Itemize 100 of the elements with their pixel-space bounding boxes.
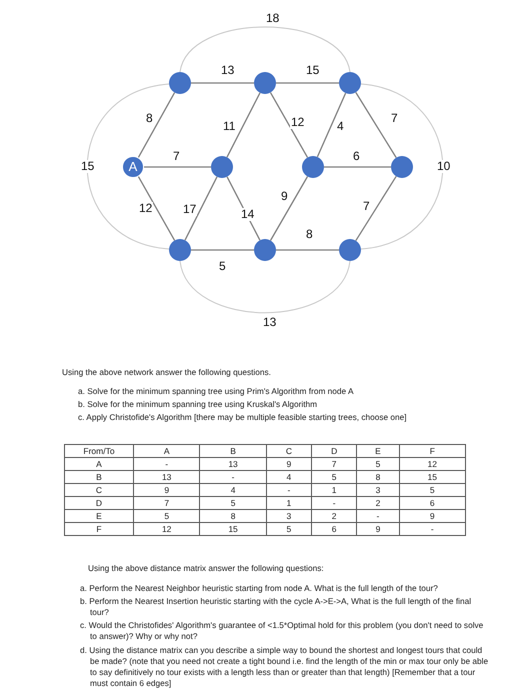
table-cell: - [134, 458, 200, 470]
table-cell: 1 [266, 496, 312, 510]
table-cell: 12 [399, 458, 466, 470]
header-cell: F [399, 444, 466, 458]
edge-label: 12 [290, 116, 306, 129]
edge-label: 11 [222, 120, 236, 133]
table-cell: 13 [200, 458, 266, 470]
edge-line [355, 176, 397, 242]
node-circle [339, 72, 361, 94]
edge-line [226, 92, 261, 158]
node-circle [391, 156, 413, 178]
edge-line [180, 26, 350, 72]
edge-label: 13 [262, 316, 278, 329]
edge-line [138, 176, 176, 241]
edge-line [270, 92, 308, 158]
table-cell: 4 [266, 470, 312, 484]
edge-label: 15 [305, 64, 320, 77]
edge-label: 15 [80, 160, 96, 173]
instruction-text: Using the above network answer the following questions. [62, 367, 272, 378]
header-cell: D [64, 496, 134, 510]
table-cell: 4 [200, 484, 266, 496]
edge-line [316, 92, 346, 158]
node-circle [254, 72, 276, 94]
table-cell: - [312, 496, 357, 510]
header-cell: A [64, 458, 134, 470]
header-cell: A [134, 444, 200, 458]
edge-line [360, 84, 444, 250]
edge-label: 8 [305, 228, 314, 241]
edge-line [270, 176, 308, 241]
edge-label: 7 [362, 200, 371, 213]
table-cell: 12 [134, 522, 200, 536]
table-cell: 3 [356, 484, 400, 496]
table-cell: - [399, 522, 466, 536]
header-cell: B [200, 444, 266, 458]
header-cell: E [356, 444, 400, 458]
header-cell: D [312, 444, 357, 458]
edge-label: 6 [352, 150, 361, 163]
table-cell: 15 [399, 470, 466, 484]
table-cell: 9 [399, 510, 466, 522]
edge-line [86, 84, 170, 250]
header-cell: F [64, 522, 134, 536]
table-cell: 3 [266, 510, 312, 522]
edge-label: 7 [390, 112, 399, 125]
edge-line [191, 82, 254, 84]
edge-line [180, 260, 350, 314]
question-item: c. Would the Christofides' Algorithm's guarantee of <1.5*Optimal hold for this problem (you don't need to solve to answer)? Why or why not? [80, 620, 484, 642]
header-cell: C [64, 484, 134, 496]
edge-line [191, 249, 254, 251]
table-cell: 9 [266, 458, 312, 470]
table-cell: 5 [356, 458, 400, 470]
table-cell: 5 [200, 496, 266, 510]
edge-line [226, 176, 260, 240]
node-circle [169, 72, 191, 94]
edge-label: 14 [240, 208, 256, 221]
header-cell: E [64, 510, 134, 522]
header-cell: From/To [64, 444, 134, 458]
table-cell: - [266, 484, 312, 496]
edge-label: 7 [172, 150, 181, 163]
table-cell: 1 [312, 484, 357, 496]
instruction-text: Using the above distance matrix answer the following questions: [88, 563, 325, 574]
question-item: d. Using the distance matrix can you describe a simple way to bound the shortest and longest tours that could be made? (note that you need not create a tight bound i.e. find the length of the min or max tour only be able to say definitively no tour exists with a length less than or greater than that length) [Remember that a tour must contain 6 edges] [80, 645, 490, 689]
table-cell: 5 [399, 484, 466, 496]
table-cell: 9 [134, 484, 200, 496]
table-cell: - [200, 470, 266, 484]
node-circle: A [122, 156, 144, 178]
edge-line [138, 92, 176, 158]
table-cell: 6 [399, 496, 466, 510]
question-item: b. Solve for the minimum spanning tree using Kruskal's Algorithm [78, 399, 318, 410]
table-cell: 7 [134, 496, 200, 510]
edge-label: 8 [145, 112, 154, 125]
table-cell: 15 [200, 522, 266, 536]
edge-label: 17 [182, 203, 198, 216]
edge-line [355, 92, 397, 158]
edge-label: 5 [218, 260, 227, 273]
table-cell: 2 [312, 510, 357, 522]
edge-line [276, 82, 339, 84]
table-cell: 8 [200, 510, 266, 522]
edge-label: 9 [280, 190, 289, 203]
header-cell: C [266, 444, 312, 458]
edge-line [324, 166, 391, 168]
edge-label: 13 [220, 64, 236, 77]
edge-line [184, 176, 218, 240]
edge-label: 12 [138, 202, 154, 215]
table-cell: - [356, 510, 400, 522]
table-cell: 13 [134, 470, 200, 484]
table-cell: 5 [312, 470, 357, 484]
edge-label: 4 [336, 120, 345, 133]
table-cell: 9 [356, 522, 400, 536]
header-cell: B [64, 470, 134, 484]
edge-line [276, 249, 339, 251]
question-item: a. Solve for the minimum spanning tree using Prim's Algorithm from node A [78, 386, 355, 397]
table-cell: 8 [356, 470, 400, 484]
node-circle [211, 156, 233, 178]
table-cell: 5 [266, 522, 312, 536]
table-cell: 7 [312, 458, 357, 470]
question-item: c. Apply Christofide's Algorithm [there may be multiple feasible starting trees, choose one] [78, 412, 408, 423]
edge-label: 10 [436, 160, 452, 173]
node-circle [254, 239, 276, 261]
table-cell: 2 [356, 496, 400, 510]
table-cell: 5 [134, 510, 200, 522]
